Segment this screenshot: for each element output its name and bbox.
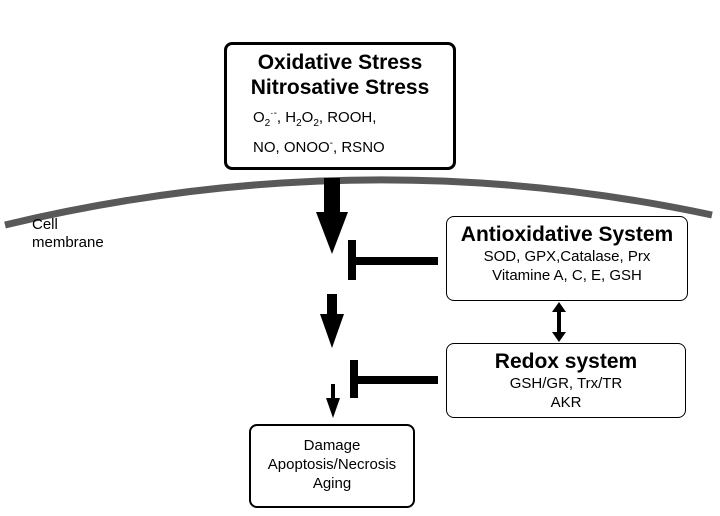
middle-arrow: [320, 294, 344, 348]
formula-run: 2: [313, 118, 319, 129]
formula-run: O: [301, 109, 314, 126]
outcome-apoptosis-necrosis: Apoptosis/Necrosis: [267, 456, 397, 473]
antioxidative-inhibition-bar: [348, 240, 438, 280]
redox-system-box: Redox system GSH/GR, Trx/TR AKR: [446, 343, 686, 418]
redox-inhibition-bar: [350, 360, 438, 398]
redox-akr: AKR: [550, 394, 582, 411]
antioxidative-vitamins: Vitamine A, C, E, GSH: [492, 267, 642, 284]
outcome-box: Damage Apoptosis/Necrosis Aging: [249, 424, 415, 508]
cell-membrane-label-line2: membrane: [32, 234, 104, 251]
formula-run: NO, ONOO: [253, 139, 330, 156]
redox-system-title: Redox system: [494, 350, 638, 373]
cell-membrane-curve: [4, 176, 713, 229]
formula-run: -: [329, 138, 334, 149]
damage-arrow: [326, 384, 340, 418]
double-headed-arrow: [552, 302, 566, 342]
formula-run: O: [253, 109, 265, 126]
antioxidative-system-box: Antioxidative System SOD, GPX,Catalase, …: [446, 216, 688, 301]
formula-run: ·-: [270, 108, 277, 119]
oxidative-stress-title: Oxidative Stress: [257, 51, 423, 74]
stress-entry-arrow: [316, 178, 348, 254]
reactive-species-line1: O2·-, H2O2, ROOH,: [227, 108, 453, 129]
antioxidative-system-title: Antioxidative System: [460, 223, 674, 246]
formula-run: 2: [296, 118, 302, 129]
cell-membrane-label: Cell: [32, 216, 58, 233]
redox-pairs: GSH/GR, Trx/TR: [509, 375, 623, 392]
formula-run: , RSNO: [333, 139, 385, 156]
formula-run: 2: [264, 118, 271, 129]
nitrosative-stress-title: Nitrosative Stress: [250, 76, 430, 99]
formula-run: , H: [276, 109, 297, 126]
stress-box: Oxidative Stress Nitrosative Stress O2·-…: [224, 42, 456, 170]
outcome-aging: Aging: [312, 475, 352, 492]
reactive-species-line2: NO, ONOO-, RSNO: [227, 138, 453, 158]
antioxidative-enzymes: SOD, GPX,Catalase, Prx: [483, 248, 651, 265]
formula-run: , ROOH,: [318, 109, 377, 126]
outcome-damage: Damage: [303, 437, 361, 454]
